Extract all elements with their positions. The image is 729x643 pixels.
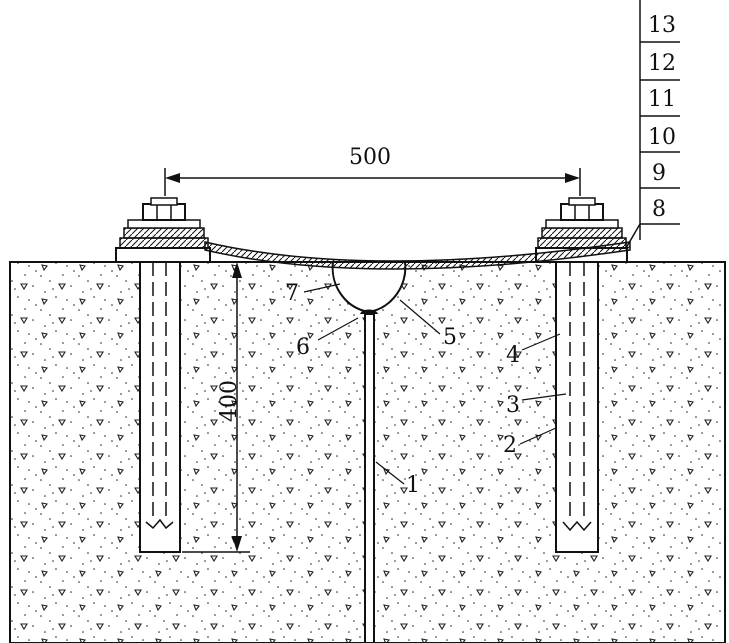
right-washer-stack-1	[537, 237, 627, 249]
right-nut	[560, 203, 604, 221]
leader-6	[317, 317, 359, 341]
callout-5: 5	[443, 325, 457, 350]
right-washer-stack-2	[541, 227, 623, 239]
left-washer-stack-1	[119, 237, 209, 249]
left-washer-stack-2	[123, 227, 205, 239]
backer-rod	[360, 309, 378, 314]
cover-membrane	[204, 241, 631, 270]
legend-9: 9	[652, 161, 666, 186]
joint-gap	[364, 313, 375, 643]
left-washer-stack-3	[127, 219, 201, 229]
dim-400-label: 400	[217, 380, 242, 422]
leader-4	[521, 333, 561, 351]
legend-leader	[625, 223, 641, 249]
right-washer-stack-3	[545, 219, 619, 229]
left-bolt-end	[145, 518, 174, 530]
callout-3: 3	[506, 393, 520, 418]
left-bolt-head	[150, 197, 178, 206]
right-bolt-end	[562, 520, 592, 532]
leader-2	[519, 427, 557, 445]
callout-4: 4	[506, 343, 520, 368]
callout-1: 1	[406, 473, 420, 498]
legend-13: 13	[648, 13, 676, 38]
legend-12: 12	[648, 51, 676, 76]
right-anchor-hole	[555, 261, 599, 553]
legend-11: 11	[648, 87, 676, 112]
right-concrete-slab	[373, 261, 726, 643]
legend-10: 10	[648, 125, 676, 150]
legend-stack: 13 12 11 10 9 8	[625, 0, 680, 249]
left-anchor-hole	[139, 261, 181, 553]
leader-5	[399, 299, 441, 335]
right-bolt-head	[568, 197, 596, 206]
leader-3	[521, 393, 567, 401]
callout-7: 7	[285, 281, 299, 306]
leader-7	[303, 283, 341, 293]
callout-2: 2	[503, 433, 517, 458]
dim-500-label: 500	[349, 145, 391, 170]
left-base-plate	[115, 247, 211, 263]
left-nut	[142, 203, 186, 221]
left-concrete-slab	[9, 261, 366, 643]
callout-6: 6	[296, 335, 310, 360]
legend-8: 8	[652, 197, 666, 222]
leader-1	[375, 461, 405, 485]
